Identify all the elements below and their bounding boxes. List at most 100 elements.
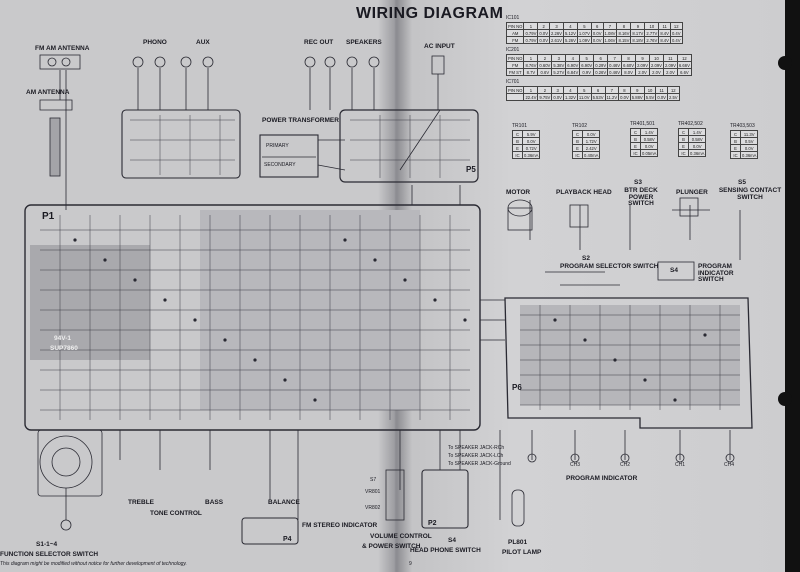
board-p6-outline	[504, 297, 753, 429]
label-tone-control: TONE CONTROL	[150, 510, 202, 517]
table-cell: IC	[630, 149, 641, 157]
label-speaker-jack-r: To SPEAKER JACK-RCh	[448, 445, 505, 451]
table-cell: 4	[565, 54, 581, 62]
table-cell: 2.77V	[644, 29, 660, 37]
table-cell: 6.6V	[676, 68, 692, 76]
label-playback-head: PLAYBACK HEAD	[556, 189, 612, 196]
label-pl801: PL801	[508, 539, 528, 546]
table-cell: 8	[618, 86, 631, 94]
table-cell: 7	[602, 22, 618, 30]
table-cell: 0.9V	[579, 68, 595, 76]
table-cell: 11	[662, 54, 678, 62]
table-cell: 0.36mA	[687, 149, 707, 157]
label-speakers: SPEAKERS	[346, 39, 382, 46]
table-cell: 0.4V	[669, 36, 683, 44]
table-cell: 2.76V	[644, 36, 660, 44]
table-cell: 0.0V	[739, 144, 759, 152]
table-cell: C	[678, 128, 689, 136]
table-cell: 5.12V	[562, 29, 578, 37]
table-cell: IC	[678, 149, 689, 157]
label-s4-headphone: S4	[448, 537, 456, 544]
table-cell: E	[630, 142, 641, 150]
table-cell: 2.09V	[649, 61, 664, 69]
table-cell	[505, 93, 525, 101]
table-cell: 0.05mA	[639, 149, 659, 157]
table-cell: 9.75V	[537, 93, 553, 101]
table-cell: 0.36mA	[739, 151, 759, 159]
label-fm-am-antenna: FM AM ANTENNA	[35, 45, 90, 52]
table-cell: 5	[576, 86, 592, 94]
table-cell: B	[572, 137, 583, 145]
page-title: WIRING DIAGRAM	[356, 5, 504, 22]
table-cell: PIN NO	[505, 54, 525, 62]
table-cell: 2.09V	[662, 61, 678, 69]
label-primary: PRIMARY	[266, 143, 289, 149]
table-cell: 1	[523, 54, 539, 62]
label-program-indicator: PROGRAM INDICATOR	[566, 475, 638, 482]
table-cell: 8.4V	[658, 29, 671, 37]
table-cell: 2.09V	[635, 61, 651, 69]
label-motor: MOTOR	[506, 189, 531, 196]
ic-table-title: IC701	[506, 79, 520, 85]
table-cell: 6.90V	[565, 61, 581, 69]
table-cell: 5.5V	[643, 93, 657, 101]
label-program-indicator-switch: PROGRAM INDICATOR SWITCH	[698, 263, 734, 283]
table-cell: PIN NO	[505, 86, 525, 94]
table-cell: 12	[669, 22, 683, 30]
table-cell: 6.60V	[621, 61, 637, 69]
label-speaker-jack-l: To SPEAKER JACK-LCh	[448, 453, 504, 459]
table-cell: PIN NO	[505, 22, 525, 30]
table-cell: 0.0V	[687, 142, 707, 150]
table-cell: 8.16V	[616, 29, 632, 37]
table-cell: 0.5V	[739, 137, 759, 145]
label-s3: S3	[634, 179, 642, 186]
label-phono: PHONO	[143, 39, 167, 46]
label-am-antenna: AM ANTENNA	[26, 89, 70, 96]
label-btr-deck-power-switch: BTR DECK POWER SWITCH	[624, 187, 658, 207]
board-p5-outline	[339, 109, 479, 183]
table-cell: B	[630, 135, 641, 143]
table-cell: 6.84V	[565, 68, 581, 76]
table-cell: 0.58V	[639, 135, 659, 143]
table-cell: 0.0V	[590, 29, 604, 37]
table-cell: 12	[667, 86, 680, 94]
table-cell: 8	[621, 54, 637, 62]
table-cell: 5.53V	[590, 93, 606, 101]
table-cell: 5	[576, 22, 592, 30]
table-cell: 1.07V	[576, 29, 592, 37]
table-cell: 8.76V	[523, 61, 539, 69]
table-cell: 6.90V	[579, 61, 595, 69]
table-cell: 0.36mA	[521, 151, 541, 159]
label-ch3: CH3	[570, 462, 581, 468]
table-cell: 0.0V	[551, 93, 564, 101]
table-cell: 2	[537, 54, 553, 62]
table-cell: 3	[551, 54, 567, 62]
table-cell: 9	[630, 22, 646, 30]
ic-table-title: IC201	[506, 47, 520, 53]
table-cell: FM ST	[505, 68, 525, 76]
table-cell: 8	[616, 22, 632, 30]
table-cell: FM	[505, 36, 525, 44]
phono-board-outline	[121, 109, 241, 179]
table-cell: 1.72V	[581, 137, 601, 145]
table-cell: E	[512, 144, 523, 152]
table-cell: 2	[537, 22, 550, 30]
table-cell: 0.60V	[537, 61, 553, 69]
